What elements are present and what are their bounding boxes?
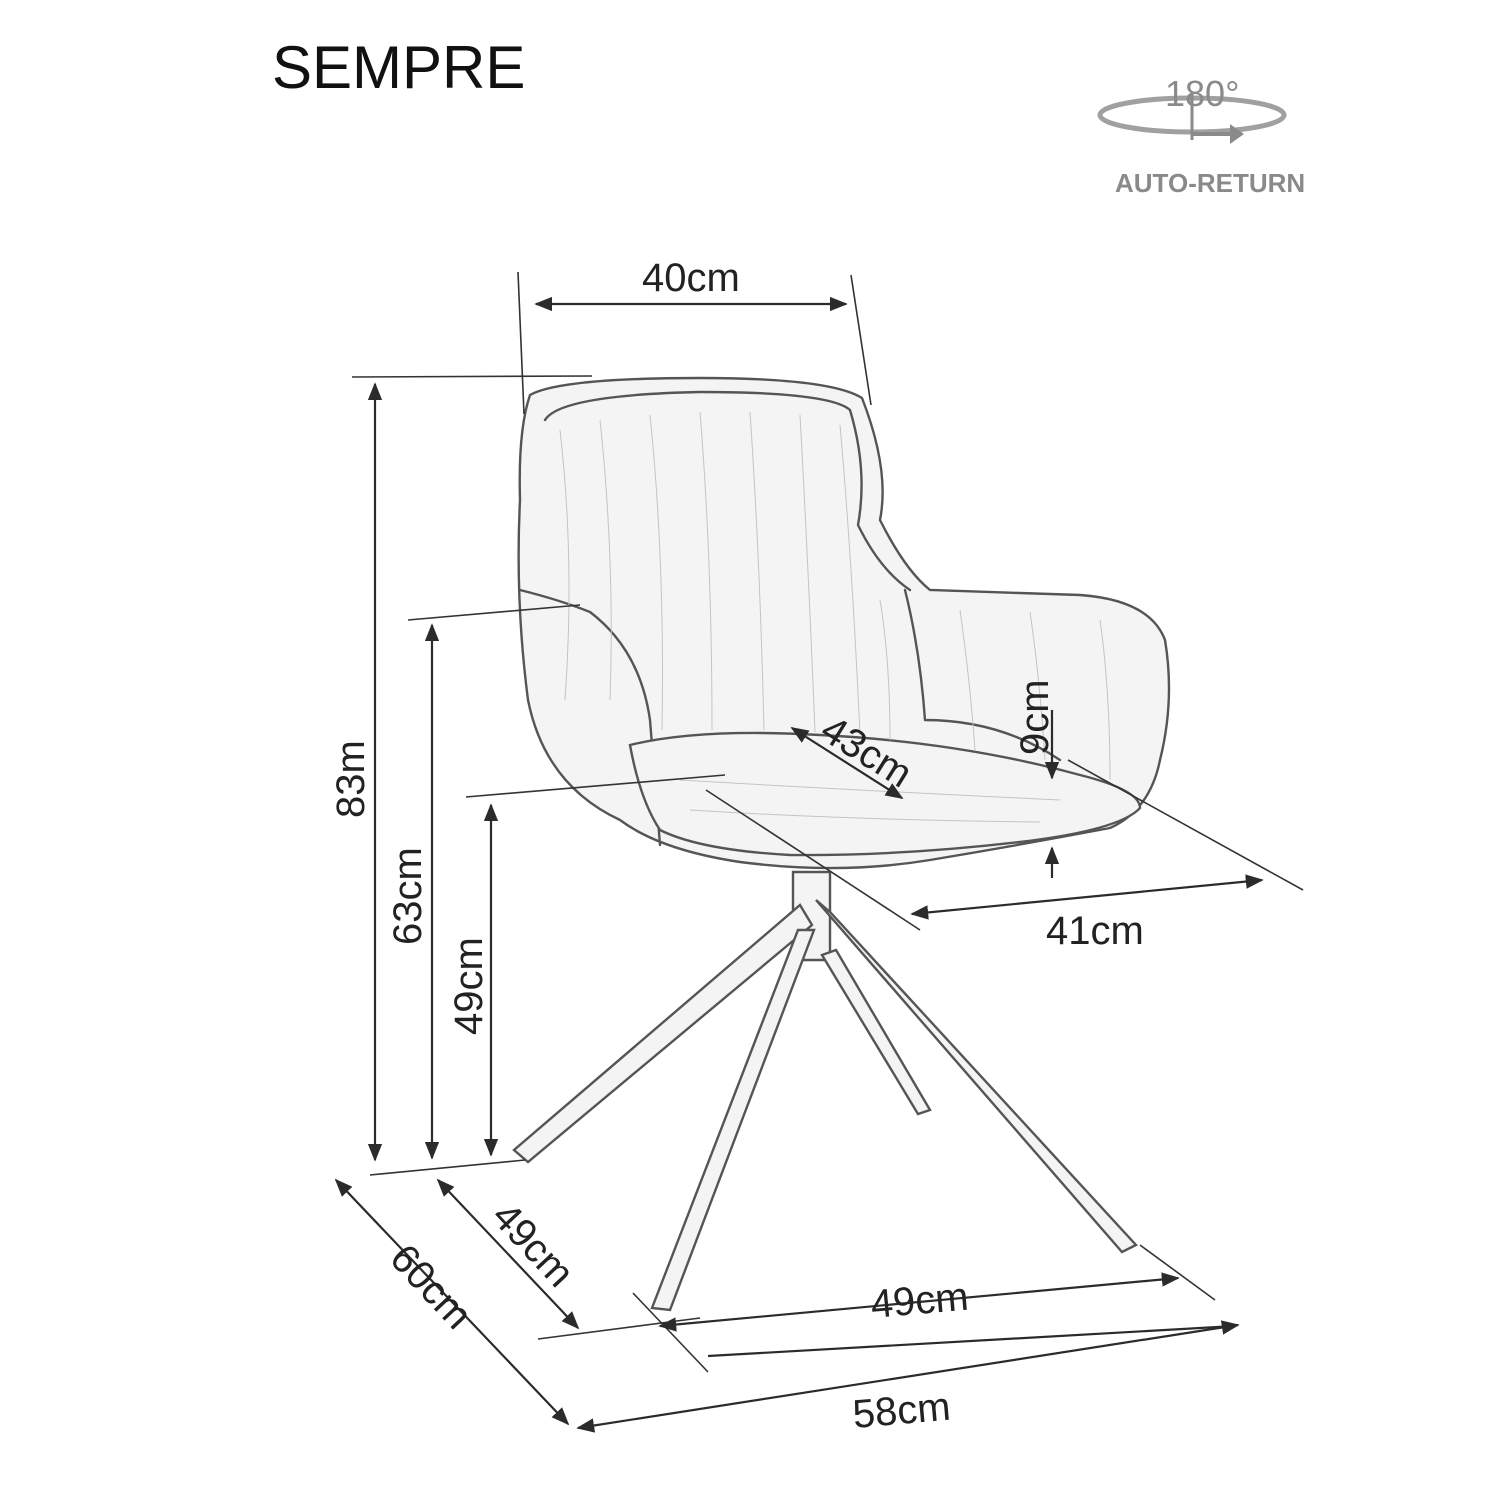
label-backrest-width: 40cm bbox=[642, 256, 740, 300]
label-base-width: 49cm bbox=[869, 1275, 970, 1327]
chair-illustration bbox=[512, 376, 1171, 1312]
auto-return-label: AUTO-RETURN bbox=[1115, 168, 1305, 198]
swivel-rotation-icon bbox=[1097, 92, 1287, 144]
dim-armrest-height: 63cm bbox=[386, 604, 581, 1160]
label-seat-height: 49cm bbox=[447, 937, 491, 1035]
dim-armrest-above-seat: 9cm bbox=[1013, 679, 1060, 878]
label-armrest-height: 63cm bbox=[386, 847, 430, 945]
label-armrest-above-seat: 9cm bbox=[1013, 679, 1057, 755]
dim-total-width: 58cm bbox=[576, 1320, 1240, 1437]
product-title: SEMPRE bbox=[272, 34, 525, 101]
dim-seat-height: 49cm bbox=[447, 774, 726, 1157]
fabric-texture bbox=[559, 411, 1111, 823]
rotation-degrees: 180° bbox=[1165, 73, 1239, 114]
dim-total-height: 83m bbox=[329, 375, 593, 1162]
dim-backrest-width: 40cm bbox=[517, 256, 872, 415]
dim-seat-width: 41cm bbox=[705, 759, 1304, 953]
dim-base-depth: 49cm bbox=[436, 1178, 701, 1340]
auto-return-badge: 180° AUTO-RETURN bbox=[1097, 73, 1305, 198]
label-total-height: 83m bbox=[329, 740, 373, 818]
label-seat-width: 41cm bbox=[1046, 909, 1144, 953]
chair-base-legs bbox=[512, 870, 1138, 1312]
label-total-width: 58cm bbox=[851, 1385, 952, 1437]
dim-base-width: 49cm bbox=[632, 1244, 1216, 1373]
label-total-depth: 60cm bbox=[381, 1236, 480, 1338]
